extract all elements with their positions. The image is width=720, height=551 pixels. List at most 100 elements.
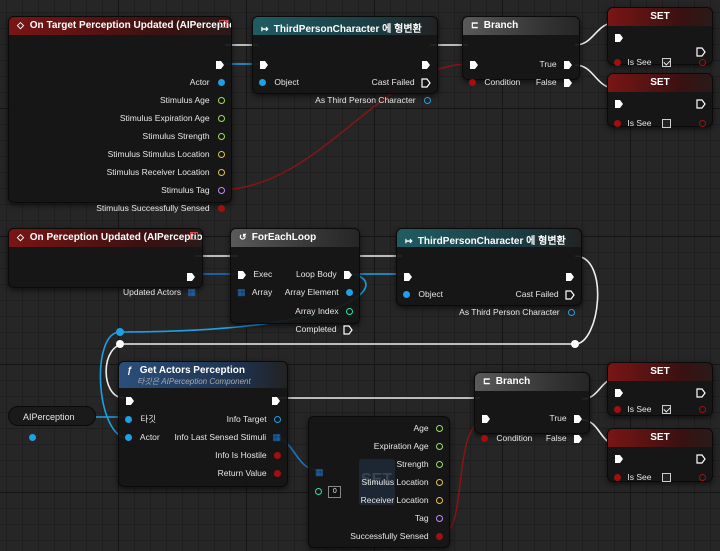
exec-in-icon[interactable] bbox=[481, 414, 491, 424]
pin-row-stimulus-location[interactable]: Stimulus Stimulus Location bbox=[108, 147, 225, 161]
exec-out-row[interactable] bbox=[696, 96, 706, 110]
target-row[interactable]: 타깃 bbox=[125, 412, 156, 426]
bool-pin-icon[interactable] bbox=[614, 406, 621, 414]
array-in-row[interactable]: ▦ bbox=[315, 465, 324, 479]
condition-row[interactable]: Condition bbox=[469, 75, 520, 89]
age-row[interactable]: Age bbox=[414, 421, 443, 435]
float-pin-icon[interactable] bbox=[218, 115, 225, 123]
exec-out-icon[interactable] bbox=[421, 60, 431, 70]
array-in-row[interactable]: ▦ Array bbox=[237, 285, 272, 299]
expiration-age-row[interactable]: Expiration Age bbox=[374, 439, 443, 453]
set-node-top-true[interactable]: SET Is See bbox=[607, 7, 713, 68]
array-index-row[interactable]: Array Index bbox=[295, 304, 353, 318]
value-out-row[interactable] bbox=[699, 116, 706, 130]
exec-out-empty-icon[interactable] bbox=[421, 78, 431, 88]
is-see-checkbox[interactable] bbox=[661, 58, 671, 68]
set-node-bottom-false[interactable]: SET Is See bbox=[607, 428, 713, 483]
as-output-row[interactable]: As Third Person Character bbox=[459, 305, 575, 319]
object-in-row[interactable]: Object bbox=[259, 75, 299, 89]
bool-pin-icon[interactable] bbox=[614, 120, 621, 128]
exec-out-icon[interactable] bbox=[343, 270, 353, 280]
object-pin-icon[interactable] bbox=[218, 79, 225, 87]
vector-pin-icon[interactable] bbox=[436, 479, 443, 487]
cast-failed-row[interactable]: Cast Failed bbox=[372, 75, 431, 89]
object-pin-icon[interactable] bbox=[568, 309, 575, 317]
bool-pin-icon[interactable] bbox=[274, 470, 281, 478]
exec-out-icon[interactable] bbox=[563, 60, 573, 70]
exec-in-row[interactable] bbox=[259, 57, 269, 71]
info-target-row[interactable]: Info Target bbox=[227, 412, 281, 426]
true-row[interactable]: True bbox=[539, 57, 573, 71]
event-node-perception-updated[interactable]: ◇ On Perception Updated (AIPerception) U… bbox=[8, 228, 203, 297]
strength-row[interactable]: Strength bbox=[396, 457, 443, 471]
is-see-checkbox[interactable] bbox=[661, 119, 671, 129]
exec-out-icon[interactable] bbox=[573, 434, 583, 444]
cast-node-top[interactable]: ↦ ThirdPersonCharacter 에 형변환 Object Cast… bbox=[252, 16, 438, 105]
set-header[interactable]: SET bbox=[608, 363, 712, 381]
object-pin-icon[interactable] bbox=[424, 97, 431, 105]
array-pin-icon[interactable]: ▦ bbox=[315, 467, 324, 477]
float-pin-icon[interactable] bbox=[218, 97, 225, 105]
cast-node-bottom[interactable]: ↦ ThirdPersonCharacter 에 형변환 Object Cast… bbox=[396, 228, 582, 317]
exec-in-icon[interactable] bbox=[614, 388, 624, 398]
float-pin-icon[interactable] bbox=[436, 461, 443, 469]
object-pin-icon[interactable] bbox=[29, 434, 36, 442]
set-header[interactable]: SET bbox=[608, 8, 712, 26]
is-see-checkbox[interactable] bbox=[661, 473, 671, 483]
exec-out-empty-icon[interactable] bbox=[696, 388, 706, 398]
float-pin-icon[interactable] bbox=[436, 443, 443, 451]
exec-in-row[interactable] bbox=[403, 269, 413, 283]
exec-out-icon[interactable] bbox=[186, 272, 196, 282]
completed-row[interactable]: Completed bbox=[296, 322, 353, 336]
float-pin-icon[interactable] bbox=[436, 425, 443, 433]
set-header[interactable]: SET bbox=[608, 74, 712, 92]
exec-out-row[interactable] bbox=[565, 269, 575, 283]
exec-out-icon[interactable] bbox=[563, 78, 573, 88]
exec-out-icon[interactable] bbox=[565, 272, 575, 282]
loop-body-row[interactable]: Loop Body bbox=[296, 267, 353, 281]
branch-header[interactable]: ⊏ Branch bbox=[463, 17, 579, 35]
exec-in-icon[interactable] bbox=[469, 60, 479, 70]
exec-in-icon[interactable] bbox=[614, 33, 624, 43]
exec-out-row[interactable] bbox=[696, 451, 706, 465]
pin-row-receiver-location[interactable]: Stimulus Receiver Location bbox=[107, 165, 225, 179]
bool-pin-icon[interactable] bbox=[274, 452, 281, 460]
object-pin-icon[interactable] bbox=[125, 434, 132, 442]
object-pin-icon[interactable] bbox=[259, 79, 266, 87]
bool-pin-icon[interactable] bbox=[699, 59, 706, 67]
exec-out-icon[interactable] bbox=[271, 396, 281, 406]
bool-pin-icon[interactable] bbox=[614, 474, 621, 482]
bool-pin-icon[interactable] bbox=[614, 59, 621, 67]
branch-node-top[interactable]: ⊏ Branch True Condition False bbox=[462, 16, 580, 87]
get-actors-perception-node[interactable]: ƒ Get Actors Perception 타깃은 AIPerception… bbox=[118, 361, 288, 487]
exec-out-row[interactable] bbox=[696, 385, 706, 399]
set-header[interactable]: SET bbox=[608, 429, 712, 447]
pin-row-stimulus-age[interactable]: Stimulus Age bbox=[160, 93, 225, 107]
as-output-row[interactable]: As Third Person Character bbox=[315, 93, 431, 107]
pin-row-strength[interactable]: Stimulus Strength bbox=[143, 129, 225, 143]
exec-in-icon[interactable] bbox=[614, 454, 624, 464]
exec-in-row[interactable] bbox=[481, 411, 491, 425]
event-header[interactable]: ◇ On Target Perception Updated (AIPercep… bbox=[9, 17, 231, 35]
exec-out-empty-icon[interactable] bbox=[696, 47, 706, 57]
exec-out-empty-icon[interactable] bbox=[343, 325, 353, 335]
event-node-target-perception[interactable]: ◇ On Target Perception Updated (AIPercep… bbox=[8, 16, 232, 213]
exec-in-icon[interactable] bbox=[403, 272, 413, 282]
foreach-loop-node[interactable]: ↺ ForEachLoop Exec Loop Body ▦ Array Arr… bbox=[230, 228, 360, 335]
object-pin-icon[interactable] bbox=[274, 416, 281, 424]
exec-in-icon[interactable] bbox=[614, 99, 624, 109]
value-out-row[interactable] bbox=[699, 55, 706, 69]
array-pin-icon[interactable]: ▦ bbox=[272, 432, 281, 442]
info-last-sensed-row[interactable]: Info Last Sensed Stimuli ▦ bbox=[174, 430, 281, 444]
event-header[interactable]: ◇ On Perception Updated (AIPerception) bbox=[9, 229, 202, 247]
object-in-row[interactable]: Object bbox=[403, 287, 443, 301]
exec-out-empty-icon[interactable] bbox=[696, 454, 706, 464]
pin-row-tag[interactable]: Stimulus Tag bbox=[161, 183, 225, 197]
is-see-row[interactable]: Is See bbox=[614, 116, 671, 130]
bool-pin-icon[interactable] bbox=[699, 474, 706, 482]
break-stimulus-node[interactable]: SET Age Expiration Age Strength ▦ Stimul… bbox=[308, 416, 450, 548]
is-see-row[interactable]: Is See bbox=[614, 402, 671, 416]
vector-pin-icon[interactable] bbox=[436, 497, 443, 505]
exec-in-row[interactable]: Exec bbox=[237, 267, 272, 281]
exec-out-row[interactable] bbox=[271, 393, 281, 407]
